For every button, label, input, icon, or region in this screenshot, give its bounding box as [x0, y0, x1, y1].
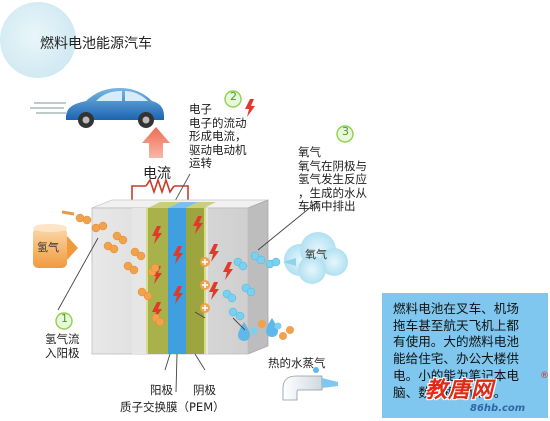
- oxygen-label: 氧气: [305, 248, 327, 261]
- step-1-circle: [55, 312, 73, 330]
- electron-bolts: [152, 99, 255, 320]
- hydrogen-label: 氢气: [37, 241, 59, 254]
- watermark-text: 教唐网: [425, 378, 495, 403]
- hydrogen-particles: [75, 213, 165, 327]
- water-droplets: [238, 318, 294, 341]
- step-2-text: 电子 电子的流动 形成电流， 驱动电动机 运转: [189, 102, 247, 171]
- up-arrow-icon: [142, 127, 170, 158]
- cathode-label: 阴极: [193, 383, 216, 397]
- watermark-url: 86hb.com: [470, 403, 526, 414]
- anode-label: 阳极: [150, 383, 173, 397]
- hydrogen-tank-icon: [33, 224, 78, 268]
- info-box: 燃料电池在叉车、机场 拖车甚至航天飞机上都 有使用。大的燃料电池 能给住宅、办公…: [382, 293, 548, 418]
- fuel-cell-block: [91, 199, 269, 355]
- hydrogen-flow-arrow: [61, 210, 75, 216]
- car-icon: [30, 88, 164, 128]
- oxygen-cloud-icon: [283, 232, 348, 284]
- circuit-wire: [131, 177, 189, 205]
- anode-plate: [148, 202, 180, 208]
- step-2-circle: [224, 90, 242, 108]
- step-circles: [55, 90, 354, 330]
- steam-pipe-icon: [282, 367, 338, 401]
- page-title: 燃料电池能源汽车: [40, 36, 152, 52]
- oxygen-particles: [222, 251, 281, 321]
- membrane-label: 质子交换膜（PEM）: [120, 400, 225, 414]
- membrane-plate: [168, 202, 198, 208]
- step-3-circle: [336, 125, 354, 143]
- proton-symbols: [200, 257, 210, 313]
- step-3-text: 氧气 氧气在阴极与 氢气发生反应 ，生成的水从 车辆中排出: [298, 145, 367, 214]
- step-1-text: 氢气流 入阳极: [45, 332, 80, 360]
- step-2-number: 2: [230, 90, 237, 103]
- steam-label: 热的水蒸气: [268, 356, 326, 370]
- title-badge-circle: [0, 2, 76, 78]
- current-label: 电流: [143, 166, 171, 182]
- step-3-number: 3: [342, 125, 349, 138]
- cathode-plate: [186, 202, 216, 208]
- step-1-number: 1: [61, 312, 68, 325]
- watermark-reg: ®: [540, 371, 549, 381]
- pointer-lines: [57, 201, 318, 393]
